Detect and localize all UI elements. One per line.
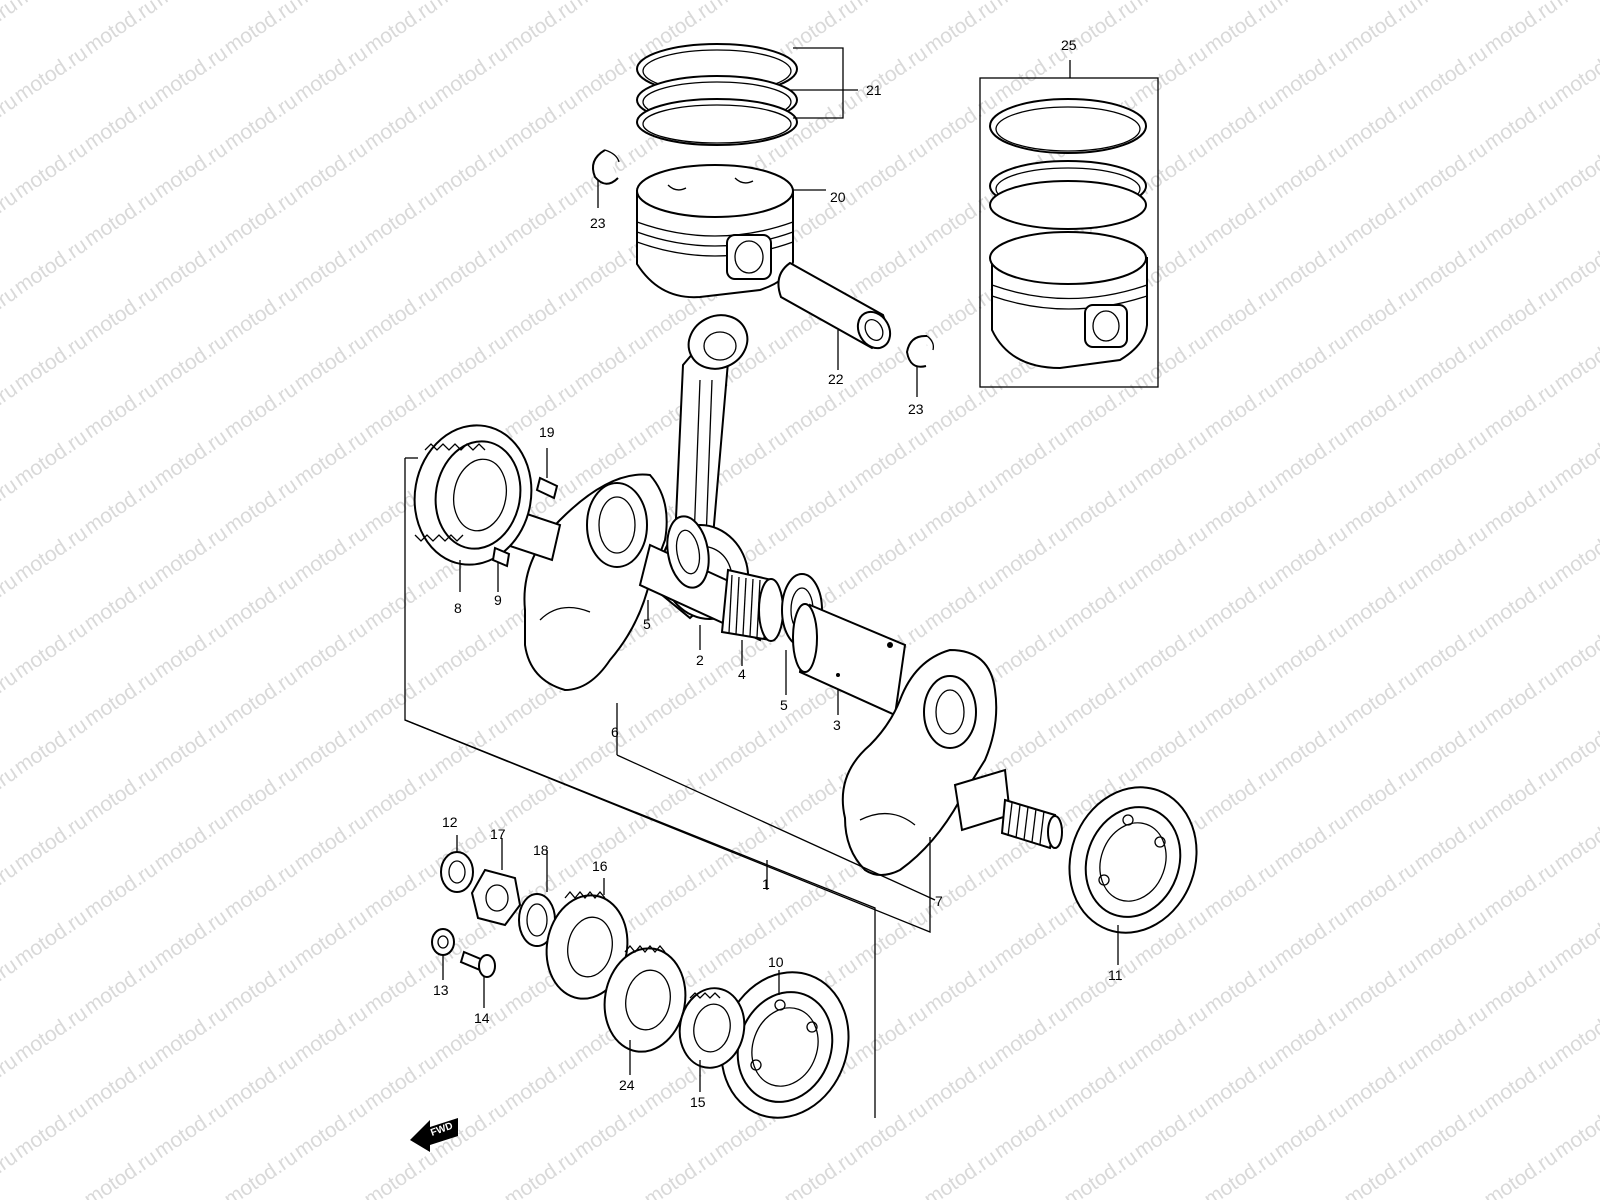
label-5-left: 5 bbox=[643, 616, 651, 632]
label-19: 19 bbox=[539, 424, 555, 440]
label-15: 15 bbox=[690, 1094, 706, 1110]
circlip-left[interactable] bbox=[592, 149, 620, 185]
label-11: 11 bbox=[1108, 967, 1123, 983]
label-8: 8 bbox=[454, 600, 462, 616]
bolt-14[interactable] bbox=[459, 950, 496, 978]
label-1: 1 bbox=[762, 876, 770, 892]
nut-17[interactable] bbox=[470, 868, 522, 927]
key-9[interactable] bbox=[491, 546, 511, 568]
key-19[interactable] bbox=[535, 476, 559, 500]
label-14: 14 bbox=[474, 1010, 490, 1026]
label-23-right: 23 bbox=[908, 401, 924, 417]
piston-assembly[interactable] bbox=[989, 98, 1148, 370]
gear-16[interactable] bbox=[539, 889, 636, 1005]
piston-assembly-box bbox=[979, 77, 1159, 388]
label-5-right: 5 bbox=[780, 697, 788, 713]
label-23-left: 23 bbox=[590, 215, 606, 231]
bushing-12[interactable] bbox=[440, 851, 474, 893]
label-16: 16 bbox=[592, 858, 608, 874]
label-20: 20 bbox=[830, 189, 846, 205]
piston-pin[interactable] bbox=[777, 261, 896, 354]
label-22: 22 bbox=[828, 371, 844, 387]
circlip-right[interactable] bbox=[905, 334, 935, 368]
fwd-arrow: FWD bbox=[410, 1118, 458, 1152]
gear-24[interactable] bbox=[597, 942, 694, 1058]
label-24: 24 bbox=[619, 1077, 635, 1093]
label-13: 13 bbox=[433, 982, 449, 998]
label-17: 17 bbox=[490, 826, 506, 842]
label-3: 3 bbox=[833, 717, 841, 733]
piston[interactable] bbox=[636, 164, 794, 299]
label-12: 12 bbox=[442, 814, 458, 830]
needle-bearing[interactable] bbox=[720, 568, 784, 642]
washer-13[interactable] bbox=[431, 928, 455, 956]
label-6: 6 bbox=[611, 724, 619, 740]
primary-drive-gear[interactable] bbox=[404, 416, 543, 574]
piston-rings[interactable] bbox=[636, 43, 798, 146]
crankshaft-right-web[interactable] bbox=[841, 648, 998, 876]
label-10: 10 bbox=[768, 954, 784, 970]
gear-15[interactable] bbox=[674, 983, 751, 1073]
label-2: 2 bbox=[696, 652, 704, 668]
label-18: 18 bbox=[533, 842, 549, 858]
label-7: 7 bbox=[935, 893, 943, 909]
thrust-washer-left[interactable] bbox=[662, 513, 714, 591]
label-25: 25 bbox=[1061, 37, 1077, 53]
label-4: 4 bbox=[738, 666, 746, 682]
label-21: 21 bbox=[866, 82, 882, 98]
crankshaft-main-journal[interactable] bbox=[792, 603, 907, 717]
label-9: 9 bbox=[494, 592, 502, 608]
crankshaft-right-shaft[interactable] bbox=[953, 768, 1063, 850]
bearing-11[interactable] bbox=[1049, 769, 1216, 950]
